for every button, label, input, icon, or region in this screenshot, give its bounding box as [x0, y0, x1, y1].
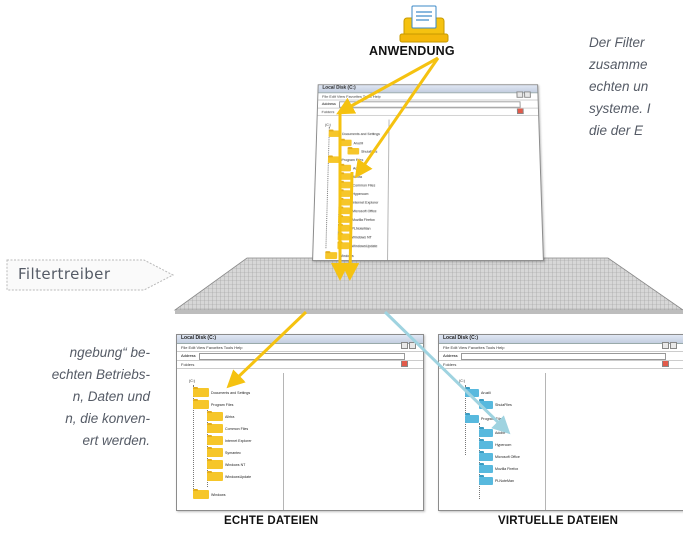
- address-bar: Address: [177, 352, 423, 361]
- folder-icon: [207, 470, 223, 481]
- arrow-to-virtual-files: [383, 310, 511, 435]
- tree-item[interactable]: Aruzili: [465, 387, 491, 397]
- tree-item[interactable]: Alhtra: [207, 410, 234, 421]
- folder-tree: (C:) Documents and Settings Program File…: [177, 373, 283, 510]
- tree-item[interactable]: WindowsUpdate: [207, 470, 251, 481]
- tree-item[interactable]: Windows: [193, 488, 226, 499]
- text-left-line: ert werden.: [82, 433, 150, 448]
- folder-icon: [465, 387, 479, 397]
- text-left-line: n, die konven-: [65, 411, 150, 426]
- tree-item[interactable]: (C:): [459, 378, 465, 383]
- folder-icon: [479, 439, 493, 449]
- folder-icon: [479, 451, 493, 461]
- address-field[interactable]: [461, 353, 666, 360]
- tree-item[interactable]: Symantec: [207, 446, 241, 457]
- text-right-line: Der Filter: [589, 35, 645, 50]
- folder-icon: [207, 434, 223, 445]
- menu-bar[interactable]: File Edit View Favorites Tools Help: [177, 344, 423, 352]
- folder-icon: [479, 463, 493, 473]
- tree-item[interactable]: Microsoft Office: [479, 451, 520, 461]
- window-title: Local Disk (C:): [443, 335, 479, 341]
- tree-item[interactable]: (C:): [189, 378, 195, 383]
- folder-icon: [479, 427, 493, 437]
- text-left: ngebung“ be- echten Betriebs- n, Daten u…: [0, 342, 150, 452]
- text-left-line: echten Betriebs-: [51, 367, 150, 382]
- text-right-line: zusamme: [589, 57, 648, 72]
- tree-item[interactable]: PLNoteMan: [479, 475, 514, 485]
- application-icon: [396, 4, 452, 44]
- folder-icon: [193, 386, 209, 397]
- folder-icon: [479, 475, 493, 485]
- arrow-app-to-tree: [354, 57, 440, 179]
- text-right-line: echten un: [589, 79, 649, 94]
- filter-driver-label: Filtertreiber: [18, 265, 111, 283]
- grid-edge: [175, 310, 683, 314]
- tree-item[interactable]: Internet Explorer: [207, 434, 252, 445]
- folder-icon: [479, 399, 493, 409]
- address-bar: Address: [439, 352, 683, 361]
- folder-icon: [207, 446, 223, 457]
- tree-item[interactable]: Documents and Settings: [193, 386, 250, 397]
- text-right-line: systeme. I: [589, 101, 651, 116]
- folder-icon: [465, 413, 479, 423]
- tree-item[interactable]: Program Files: [193, 398, 233, 409]
- text-right-line: die der E: [589, 123, 644, 138]
- text-left-line: n, Daten und: [72, 389, 150, 404]
- folder-icon: [193, 488, 209, 499]
- arrow-app-to-tree: [336, 56, 439, 115]
- menu-bar[interactable]: File Edit View Favorites Tools Help: [439, 344, 683, 352]
- explorer-window-real: Local Disk (C:) File Edit View Favorites…: [176, 334, 424, 511]
- folder-icon: [207, 410, 223, 421]
- tree-item[interactable]: Mozilla Firefox: [479, 463, 518, 473]
- tree-item[interactable]: Windows NT: [207, 458, 245, 469]
- tree-item[interactable]: Hypercom: [479, 439, 511, 449]
- arrow-to-real-files: [226, 310, 308, 389]
- folder-icon: [207, 422, 223, 433]
- tree-item[interactable]: Common Files: [207, 422, 248, 433]
- tree-item[interactable]: ShuiaFiles: [479, 399, 512, 409]
- title-bar: Local Disk (C:): [177, 335, 423, 367]
- application-label: ANWENDUNG: [369, 44, 455, 58]
- address-label: Address: [443, 353, 458, 358]
- folder-icon: [207, 458, 223, 469]
- text-left-line: ngebung“ be-: [69, 345, 150, 360]
- address-field[interactable]: [199, 353, 405, 360]
- explorer-window-virtual: Local Disk (C:) File Edit View Favorites…: [438, 334, 683, 511]
- folders-header: Folders: [439, 361, 683, 369]
- pane-divider: [545, 373, 546, 510]
- text-right: Der Filter zusamme echten un systeme. I …: [589, 32, 651, 142]
- folders-header: Folders: [177, 361, 423, 369]
- window-title: Local Disk (C:): [181, 335, 217, 341]
- pane-divider: [283, 373, 284, 510]
- virtual-files-label: VIRTUELLE DATEIEN: [498, 515, 619, 527]
- folder-tree: (C:) Aruzili ShuiaFiles Program Files Ad…: [439, 373, 545, 510]
- address-label: Address: [181, 353, 196, 358]
- real-files-label: ECHTE DATEIEN: [224, 515, 319, 527]
- arrow-down-to-filter: [341, 171, 360, 281]
- filter-driver-tag: Filtertreiber: [6, 259, 176, 291]
- folder-icon: [193, 398, 209, 409]
